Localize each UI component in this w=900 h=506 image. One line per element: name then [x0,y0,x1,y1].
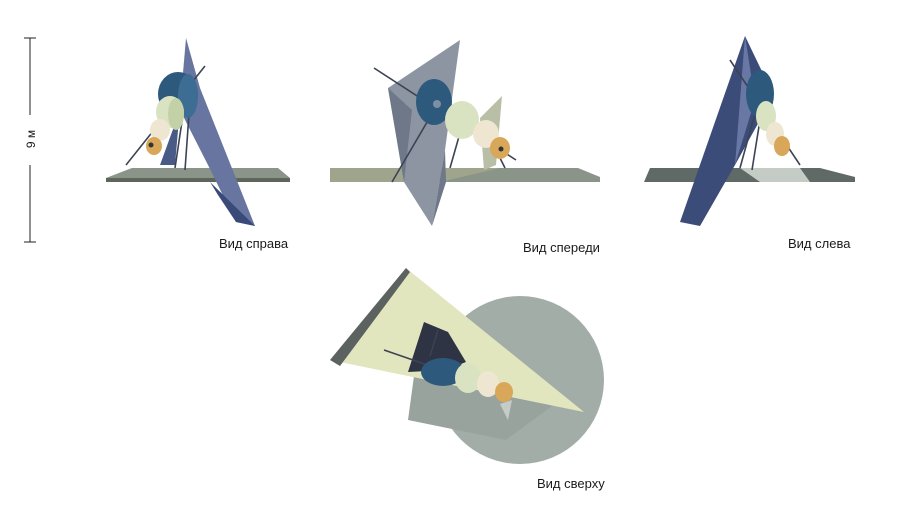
right-view-drawing [106,38,290,226]
front-view-label: Вид спереди [523,240,600,255]
orange-disc [146,137,162,155]
scale-label: 9 м [24,129,38,149]
steel-blade [180,38,255,226]
platform [106,168,290,178]
front-view-drawing [330,40,600,226]
cream-disc [477,371,499,397]
steel-blade [680,36,770,226]
scale-bar [22,37,38,243]
orange-disc [774,136,790,156]
pale-green-disc [455,363,481,393]
top-view-label: Вид сверху [537,476,605,491]
pale-green-disc [445,101,479,139]
top-view-drawing [330,268,604,464]
navy-disc [421,358,465,386]
right-view-label: Вид справа [219,236,289,251]
orange-disc [495,382,513,402]
left-view-label: Вид слева [788,236,851,251]
yellow-blade-top [330,268,584,412]
left-view-drawing [644,36,855,226]
cream-disc [150,119,170,141]
